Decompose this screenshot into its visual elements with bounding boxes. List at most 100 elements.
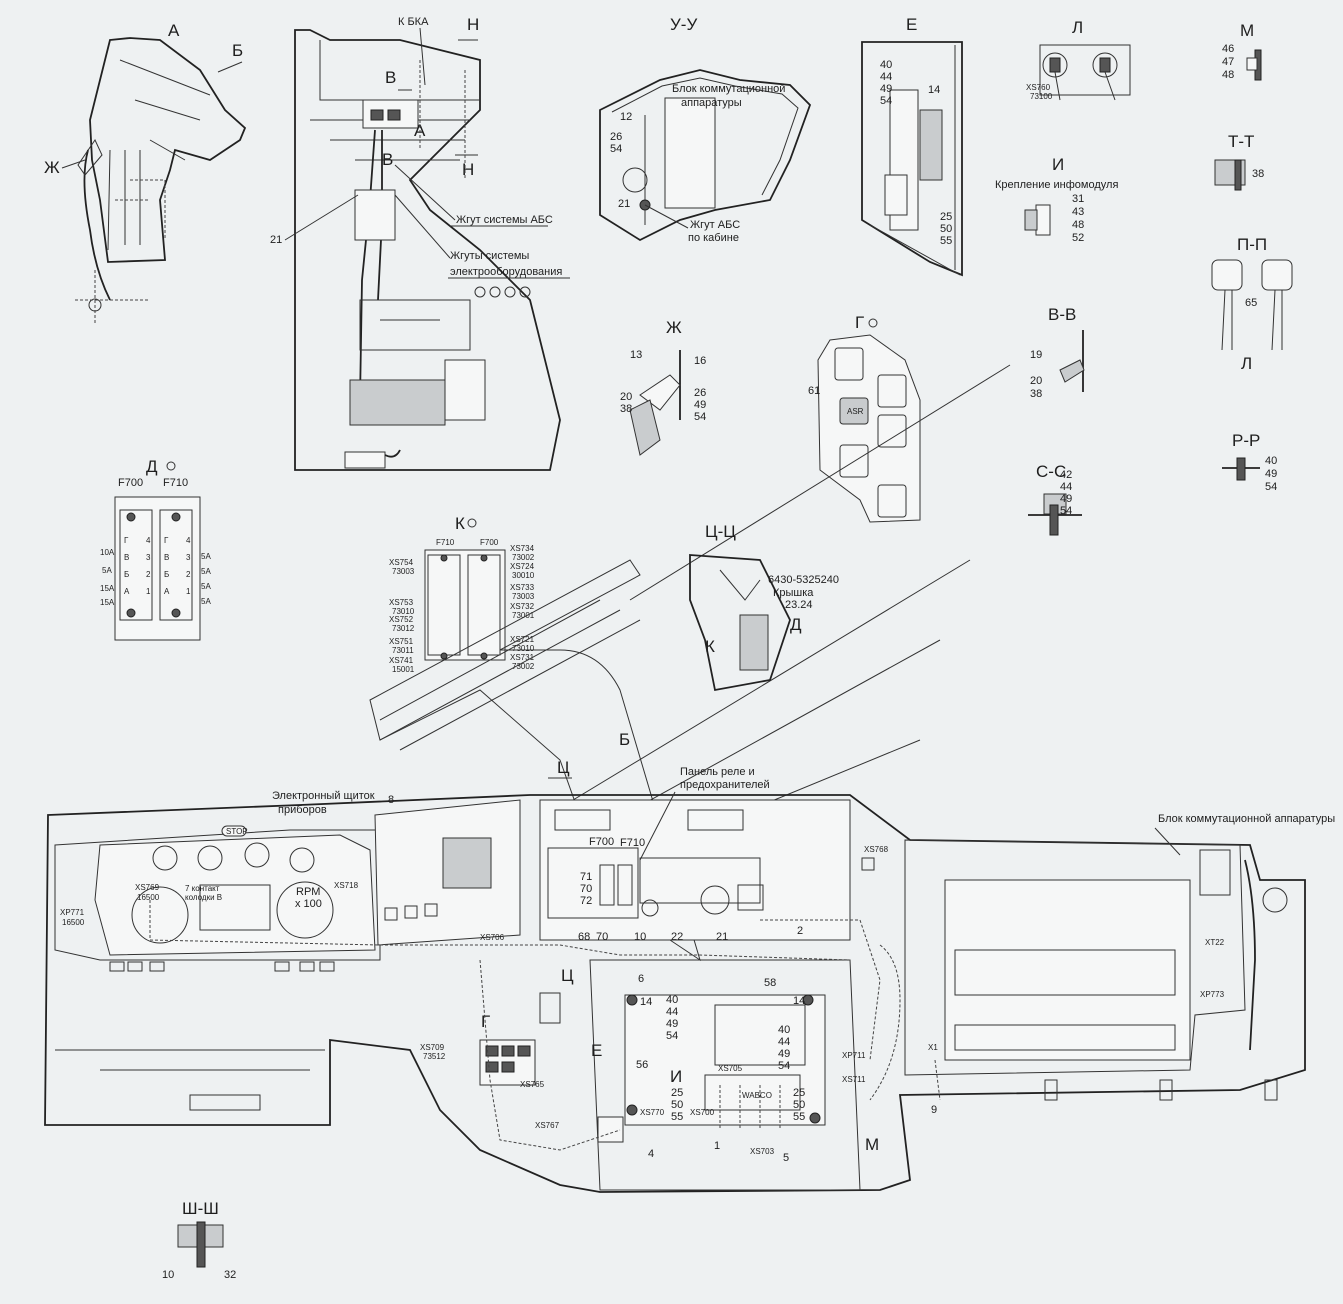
xs732: XS732 bbox=[510, 602, 535, 611]
xs768-label: XS768 bbox=[864, 845, 889, 854]
section-n-top: Н bbox=[467, 15, 479, 34]
stop-label: STOP bbox=[226, 827, 248, 836]
xt22-label: XT22 bbox=[1205, 938, 1225, 947]
gb-num-1: 1 bbox=[714, 1140, 720, 1152]
e-num-55: 55 bbox=[940, 235, 952, 247]
view-i: И Крепление инфомодуля 31 43 48 52 bbox=[995, 155, 1118, 244]
cc-num-54: 54 bbox=[1060, 505, 1072, 517]
wabco-label: WABCO bbox=[742, 1091, 772, 1100]
xs705-label: XS705 bbox=[718, 1064, 743, 1073]
rr-num-40: 40 bbox=[1265, 455, 1277, 467]
xs770-label: XS770 bbox=[640, 1108, 665, 1117]
k-f700: F700 bbox=[480, 538, 499, 547]
shchitok-label-2: приборов bbox=[278, 804, 327, 816]
view-e: Е 40 44 49 54 14 25 50 55 bbox=[861, 15, 963, 277]
kryshka-num: 23.24 bbox=[785, 599, 813, 611]
d-num-l2: 3 bbox=[146, 553, 151, 562]
dashboard-main: Электронный щиток приборов 8 STOP RPM x … bbox=[44, 758, 1335, 1193]
pp-callout-l: Л bbox=[1241, 354, 1252, 373]
zh-num-16: 16 bbox=[694, 355, 706, 367]
view-e-title: Е bbox=[906, 15, 917, 34]
xs752: XS752 bbox=[389, 615, 414, 624]
c73011: 73011 bbox=[392, 646, 414, 655]
center-num-70: 70 bbox=[580, 883, 592, 895]
k-f710: F710 bbox=[436, 538, 455, 547]
section-n-bottom: Н bbox=[462, 160, 474, 179]
c15001: 15001 bbox=[392, 665, 415, 674]
zhgut-abs-kab-2: по кабине bbox=[688, 232, 739, 244]
c73100-label: 73100 bbox=[1030, 92, 1053, 101]
uu-num-54: 54 bbox=[610, 143, 622, 155]
d-letter-l2: В bbox=[124, 553, 129, 562]
xs754: XS754 bbox=[389, 558, 414, 567]
view-zh-detail: Ж 13 16 20 38 26 49 54 bbox=[620, 318, 706, 456]
center-num-72: 72 bbox=[580, 895, 592, 907]
rpm-label-2: x 100 bbox=[295, 898, 322, 910]
d-num-r4: 1 bbox=[186, 587, 191, 596]
e-num-40: 40 bbox=[880, 59, 892, 71]
zh-num-13: 13 bbox=[630, 349, 642, 361]
gb-num-5: 5 bbox=[783, 1152, 789, 1164]
center-f710: F710 bbox=[620, 837, 645, 849]
i-num-43: 43 bbox=[1072, 206, 1084, 218]
zh-num-54: 54 bbox=[694, 411, 706, 423]
gb-num-49a: 49 bbox=[666, 1018, 678, 1030]
gb-num-58: 58 bbox=[764, 977, 776, 989]
zhguty-label-2: электрооборудования bbox=[450, 266, 562, 278]
d-num-l3: 2 bbox=[146, 570, 151, 579]
view-cc-title: С-С bbox=[1036, 462, 1066, 481]
zhgut-abs-label: Жгут системы АБС bbox=[456, 214, 553, 226]
gb-num-14b: 14 bbox=[793, 995, 805, 1007]
c73002: 73002 bbox=[512, 553, 535, 562]
view-m: М 46 47 48 bbox=[1222, 21, 1262, 81]
i-num-31: 31 bbox=[1072, 193, 1084, 205]
gb-num-44a: 44 bbox=[666, 1006, 678, 1018]
rr-num-49: 49 bbox=[1265, 468, 1277, 480]
e-num-25: 25 bbox=[940, 211, 952, 223]
c73010b: 73010 bbox=[512, 644, 535, 653]
d-num-r1: 4 bbox=[186, 536, 191, 545]
view-k: К F710 F700 XS754 73003 XS753 73010 XS75… bbox=[389, 514, 535, 674]
i-num-52: 52 bbox=[1072, 232, 1084, 244]
view-shsh-title: Ш-Ш bbox=[182, 1199, 219, 1218]
gb-num-50b: 50 bbox=[793, 1099, 805, 1111]
c73003b: 73003 bbox=[512, 592, 535, 601]
gb-num-25a: 25 bbox=[671, 1087, 683, 1099]
rpm-label-1: RPM bbox=[296, 886, 320, 898]
xp773-label: XP773 bbox=[1200, 990, 1225, 999]
g-num-61: 61 bbox=[808, 385, 820, 397]
section-v-bottom: В bbox=[382, 150, 393, 169]
xp771-label: XP771 bbox=[60, 908, 85, 917]
gb-num-54b: 54 bbox=[778, 1060, 790, 1072]
uu-num-21: 21 bbox=[618, 198, 630, 210]
view-vv-title: В-В bbox=[1048, 305, 1076, 324]
c16500-label: 16500 bbox=[137, 893, 160, 902]
m-num-46: 46 bbox=[1222, 43, 1234, 55]
m-num-48: 48 bbox=[1222, 69, 1234, 81]
x1-label: X1 bbox=[928, 1043, 938, 1052]
view-d-title: Д bbox=[146, 457, 158, 476]
kreplenie-label: Крепление инфомодуля bbox=[995, 179, 1118, 191]
d-fuse-r1: 5A bbox=[201, 552, 211, 561]
section-ts-bottom: Ц bbox=[561, 966, 574, 985]
d-fuse-r2: 5A bbox=[201, 567, 211, 576]
uu-num-26: 26 bbox=[610, 131, 622, 143]
zh-num-20: 20 bbox=[620, 391, 632, 403]
view-uu-title: У-У bbox=[670, 15, 697, 34]
c73512-label: 73512 bbox=[423, 1052, 446, 1061]
view-l: Л XS760 73100 bbox=[1026, 18, 1131, 101]
xs711-label: XS711 bbox=[842, 1075, 866, 1084]
vv-num-19: 19 bbox=[1030, 349, 1042, 361]
view-d: Д F700 F710 10A 5A 15A 15A 5A 5A 5A 5A Г… bbox=[100, 457, 211, 641]
center-num-2: 2 bbox=[797, 925, 803, 937]
gb-num-4: 4 bbox=[648, 1148, 654, 1160]
view-k-title: К bbox=[455, 514, 465, 533]
xs709-label: XS709 bbox=[420, 1043, 445, 1052]
xp711-label: XP711 bbox=[842, 1051, 866, 1060]
kryshka-label: Крышка bbox=[773, 587, 814, 599]
view-vv: В-В 19 20 38 bbox=[1030, 305, 1085, 400]
c30010: 30010 bbox=[512, 571, 535, 580]
d-fuse-r4: 5A bbox=[201, 597, 211, 606]
view-uu: У-У Блок коммутационной аппаратуры 12 26… bbox=[599, 15, 812, 244]
center-f700: F700 bbox=[589, 836, 614, 848]
